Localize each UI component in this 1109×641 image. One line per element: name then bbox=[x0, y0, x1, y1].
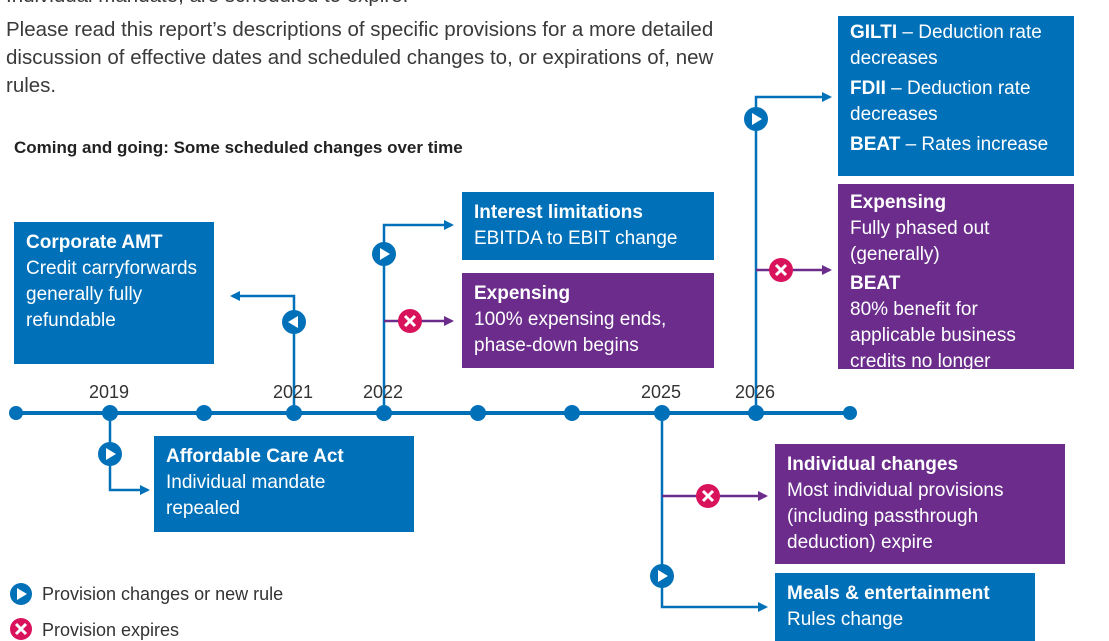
box-text: Credit carryforwards generally fully ref… bbox=[26, 258, 198, 331]
play-circle-icon bbox=[744, 107, 768, 131]
timeline-dot bbox=[564, 405, 580, 421]
box-title: Expensing bbox=[474, 283, 571, 304]
play-circle-icon bbox=[10, 583, 32, 605]
year-label-2021: 2021 bbox=[273, 382, 314, 402]
box-title: Interest limitations bbox=[474, 202, 643, 223]
box-text: Most individual provisions (including pa… bbox=[787, 480, 1004, 553]
box-meals-entertainment: Meals & entertainment Rules change bbox=[775, 573, 1035, 641]
box-title: Expensing bbox=[850, 192, 947, 213]
box-interest-limitations: Interest limitations EBITDA to EBIT chan… bbox=[462, 192, 714, 260]
box-expensing-2022: Expensing 100% expensing ends, phase-dow… bbox=[462, 273, 714, 368]
play-circle-icon bbox=[98, 442, 122, 466]
timeline-dot bbox=[286, 405, 302, 421]
play-circle-icon bbox=[282, 310, 306, 334]
timeline-dot bbox=[376, 405, 392, 421]
box-text: Fully phased out (generally) bbox=[850, 218, 990, 265]
connector-2025-meals bbox=[660, 421, 768, 612]
intro-text: Please read this report’s descriptions o… bbox=[6, 18, 714, 97]
year-label-2025: 2025 bbox=[641, 382, 682, 402]
timeline-dot bbox=[196, 405, 212, 421]
timeline-dots bbox=[9, 405, 857, 421]
x-circle-icon bbox=[10, 618, 32, 640]
box-corporate-amt: Corporate AMT Credit carryforwards gener… bbox=[14, 222, 214, 364]
intro-clipped-line: Individual mandate, are scheduled to exp… bbox=[6, 0, 408, 8]
gilti-line: GILTI – Deduction rate decreases bbox=[850, 20, 1062, 72]
box-affordable-care-act: Affordable Care Act Individual mandate r… bbox=[154, 436, 414, 532]
connector-2026-gilti bbox=[754, 92, 832, 405]
connector-2021 bbox=[230, 291, 296, 405]
box-text: EBITDA to EBIT change bbox=[474, 228, 678, 249]
year-label-2019: 2019 bbox=[89, 382, 130, 402]
year-label-2022: 2022 bbox=[363, 382, 404, 402]
box-text: Rules change bbox=[787, 609, 904, 630]
play-circle-icon bbox=[372, 242, 396, 266]
box-expensing-beat-2026: Expensing Fully phased out (generally) B… bbox=[838, 184, 1074, 398]
x-circle-icon bbox=[696, 484, 720, 508]
diagram-heading: Coming and going: Some scheduled changes… bbox=[14, 138, 463, 157]
box-title: Affordable Care Act bbox=[166, 446, 344, 467]
timeline-dot bbox=[102, 405, 118, 421]
play-circle-icon bbox=[650, 564, 674, 588]
timeline-dot bbox=[9, 406, 23, 420]
timeline-dot bbox=[654, 405, 670, 421]
box-title: Corporate AMT bbox=[26, 232, 163, 253]
box-text: – Rates increase bbox=[900, 134, 1049, 155]
timeline-dot bbox=[748, 405, 764, 421]
box-title: FDII bbox=[850, 78, 886, 99]
fdii-line: FDII – Deduction rate decreases bbox=[850, 76, 1062, 128]
box-text: 100% expensing ends, phase-down begins bbox=[474, 309, 667, 356]
box-title: BEAT bbox=[850, 273, 901, 294]
box-individual-changes: Individual changes Most individual provi… bbox=[775, 444, 1065, 564]
box-text: – Deduction rate decreases bbox=[850, 22, 1042, 69]
box-text: 80% benefit for applicable business cred… bbox=[850, 299, 1016, 398]
timeline-dot bbox=[843, 406, 857, 420]
x-circle-icon bbox=[769, 258, 793, 282]
box-text: – Deduction rate decreases bbox=[850, 78, 1031, 125]
box-title: Meals & entertainment bbox=[787, 583, 990, 604]
timeline-dot bbox=[470, 405, 486, 421]
box-title: GILTI bbox=[850, 22, 898, 43]
x-circle-icon bbox=[398, 309, 422, 333]
beat-rates-line: BEAT – Rates increase bbox=[850, 132, 1062, 158]
legend-change-label: Provision changes or new rule bbox=[42, 584, 284, 604]
legend-expires-label: Provision expires bbox=[42, 620, 180, 640]
box-international: GILTI – Deduction rate decreases FDII – … bbox=[838, 16, 1074, 176]
legend-icons bbox=[10, 583, 32, 640]
connector-2022-interest bbox=[382, 220, 454, 405]
year-label-2026: 2026 bbox=[735, 382, 776, 402]
box-title: BEAT bbox=[850, 134, 901, 155]
box-text: Individual mandate repealed bbox=[166, 472, 326, 519]
box-title: Individual changes bbox=[787, 454, 959, 475]
